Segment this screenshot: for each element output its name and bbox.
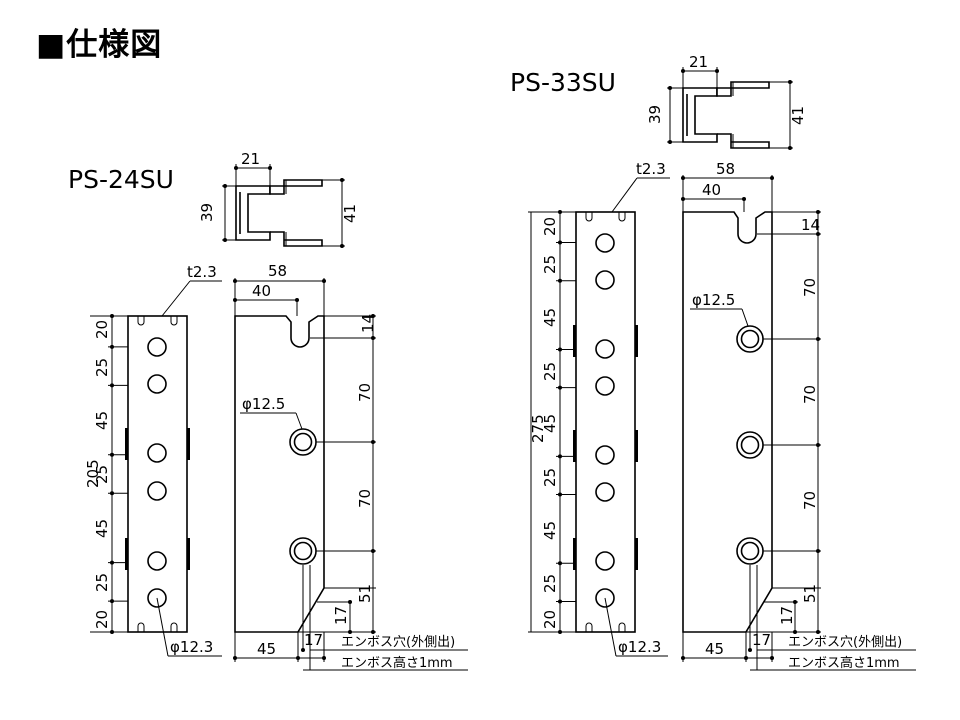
ps24su-chamfer-height: 17 [332, 606, 350, 625]
ps24su-side-dim: 70 [356, 489, 374, 508]
ps33su-front-dim: 20 [541, 217, 559, 236]
model-label-ps24su: PS-24SU [68, 165, 174, 194]
ps24su-front-dim: 20 [93, 610, 111, 629]
ps33su-front-dim: 20 [541, 610, 559, 629]
ps33su-chamfer-height: 17 [778, 606, 796, 625]
ps24su-section-outer-height: 41 [341, 204, 359, 223]
dimension-dot [110, 452, 114, 457]
ps24su-cross-section: 21 39 41 [198, 150, 359, 248]
ps33su-front-dim: 25 [541, 362, 559, 381]
ps24su-notch-offset: 40 [252, 282, 271, 300]
ps24su-front-dim: 20 [93, 320, 111, 339]
dimension-dot [558, 492, 562, 497]
ps33su-front-dim: 25 [541, 255, 559, 274]
ps24su-front-dim: 45 [93, 411, 111, 430]
ps33su-side-view: φ12.5 58 40 14 70 70 [681, 160, 916, 671]
ps33su-total-height: 275 [529, 414, 547, 443]
ps33su-front-view: t2.3 φ12.3 [573, 160, 670, 657]
ps33su-front-dimensions: 275 20 25 45 25 45 25 45 25 20 [528, 210, 576, 634]
dimension-dot [558, 385, 562, 390]
ps33su-thickness: t2.3 [636, 160, 666, 178]
ps33su-front-dim: 25 [541, 574, 559, 593]
ps24su-side-dim: 51 [356, 584, 374, 603]
ps33su-notch-offset: 40 [702, 181, 721, 199]
ps33su-emboss-height-note: エンボス高さ1mm [788, 655, 900, 671]
ps33su-side-dim: 70 [801, 491, 819, 510]
ps33su-section-outer-height: 41 [789, 106, 807, 125]
ps33su-side-dim: 70 [801, 278, 819, 297]
ps24su-side-dim: 70 [356, 383, 374, 402]
ps33su-section-width: 21 [689, 53, 708, 71]
ps33su-emboss-diameter: φ12.5 [692, 291, 735, 309]
dimension-dot [558, 210, 562, 214]
ps33su-bottom-width: 45 [705, 640, 724, 658]
ps33su-side-dim: 70 [801, 385, 819, 404]
ps24su-section-inner-height: 39 [198, 203, 216, 222]
ps24su-front-view: t2.3 φ12.3 [125, 263, 222, 657]
ps24su-emboss-hole-note: エンボス穴(外側出) [341, 635, 455, 650]
ps24su-chamfer-width: 17 [304, 631, 323, 649]
ps33su-front-dim: 45 [541, 521, 559, 540]
ps33su-cross-section: 21 39 41 [646, 53, 807, 150]
dimension-dot [110, 560, 114, 565]
ps33su-hole-diameter: φ12.3 [618, 638, 661, 656]
dimension-dot [110, 383, 114, 388]
dimension-dot [558, 278, 562, 283]
model-label-ps33su: PS-33SU [510, 68, 616, 97]
ps24su-top-notch: 14 [359, 314, 377, 333]
ps33su-chamfer-width: 17 [752, 631, 771, 649]
ps33su-front-dim: 45 [541, 308, 559, 327]
ps24su-front-dim: 25 [93, 573, 111, 592]
dimension-dot [110, 344, 114, 349]
ps24su-front-dimensions: 205 20 25 45 25 45 25 20 [84, 314, 128, 634]
dimension-dot [558, 347, 562, 352]
ps24su-front-dim: 45 [93, 519, 111, 538]
ps33su-front-dim: 45 [541, 414, 559, 433]
ps24su-emboss-height-note: エンボス高さ1mm [341, 655, 453, 671]
ps24su-front-dim: 25 [93, 465, 111, 484]
ps33su-side-dim: 51 [801, 584, 819, 603]
ps24su-thickness: t2.3 [187, 263, 217, 281]
ps24su-front-dim: 25 [93, 358, 111, 377]
dimension-dot [558, 454, 562, 459]
ps33su-top-notch: 14 [801, 216, 820, 234]
ps24su-hole-diameter: φ12.3 [170, 638, 213, 656]
ps24su-emboss-diameter: φ12.5 [242, 395, 285, 413]
dimension-dot [110, 630, 114, 634]
dimension-dot [558, 599, 562, 604]
page-title: ■仕様図 [36, 27, 163, 63]
ps33su-front-dim: 25 [541, 468, 559, 487]
ps24su-drawing: 21 39 41 [84, 150, 468, 671]
ps24su-total-height: 205 [84, 459, 102, 488]
ps24su-section-width: 21 [241, 150, 260, 168]
dimension-dot [558, 561, 562, 566]
dimension-dot [558, 630, 562, 634]
ps24su-side-view: φ12.5 58 40 14 70 70 51 [233, 262, 468, 671]
ps33su-section-inner-height: 39 [646, 105, 664, 124]
dimension-dot [558, 240, 562, 245]
ps24su-side-width: 58 [268, 262, 287, 280]
dimension-dot [110, 599, 114, 604]
dimension-dot [110, 491, 114, 496]
ps33su-emboss-hole-note: エンボス穴(外側出) [788, 635, 902, 650]
ps33su-side-width: 58 [716, 160, 735, 178]
ps33su-drawing: 21 39 41 [528, 53, 916, 671]
dimension-dot [110, 314, 114, 318]
ps24su-bottom-width: 45 [257, 640, 276, 658]
